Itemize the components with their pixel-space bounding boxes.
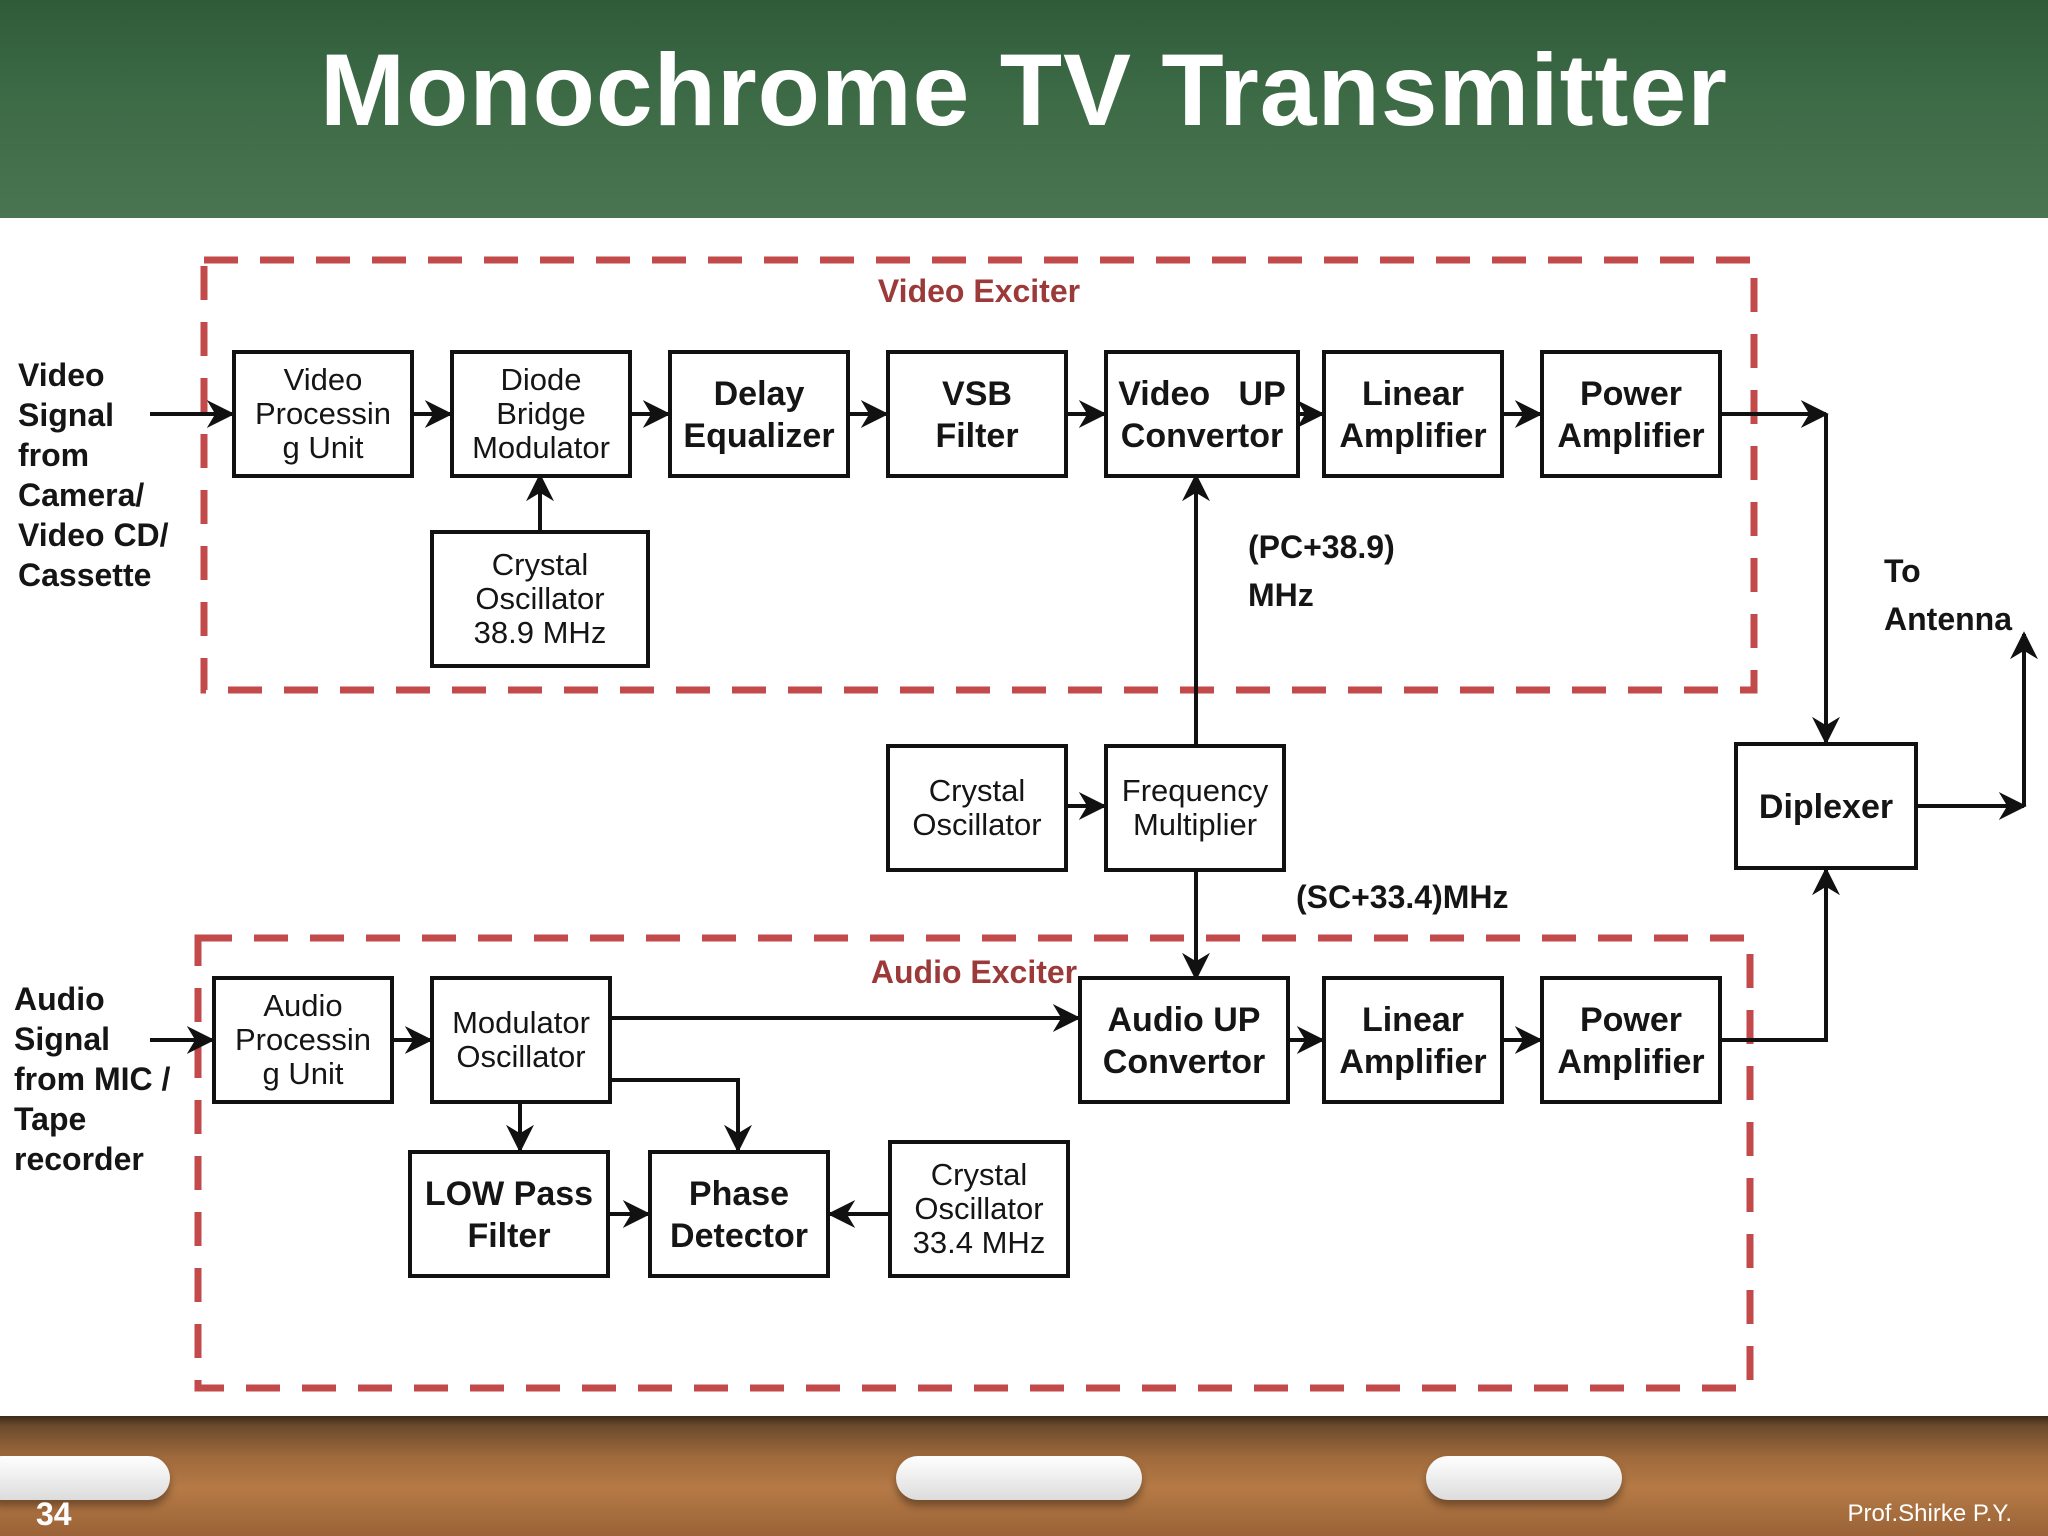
slide-title: Monochrome TV Transmitter: [320, 33, 1728, 147]
block-label: Multiplier: [1133, 807, 1257, 842]
block-label: Oscillator: [914, 1191, 1043, 1226]
block-label: Amplifier: [1339, 1043, 1486, 1081]
block-label: Convertor: [1103, 1043, 1265, 1081]
slide-header: Monochrome TV Transmitter: [0, 0, 2048, 218]
svg-text:Video CD/: Video CD/: [18, 517, 169, 553]
block-label: Power: [1580, 1001, 1682, 1039]
block-label: g Unit: [263, 1056, 344, 1091]
svg-text:Camera/: Camera/: [18, 477, 144, 513]
svg-text:Tape: Tape: [14, 1101, 86, 1137]
block-label: 33.4 MHz: [913, 1225, 1046, 1260]
video-input-label: Video Signal from Camera/ Video CD/ Cass…: [18, 357, 169, 593]
audio-input-label: Audio Signal from MIC / Tape recorder: [14, 981, 171, 1177]
block-label: Oscillator: [456, 1039, 585, 1074]
svg-text:from: from: [18, 437, 89, 473]
block-label: Amplifier: [1339, 417, 1486, 455]
video-exciter-label: Video Exciter: [878, 273, 1080, 309]
block-diplexer: Diplexer: [1734, 742, 1918, 870]
chalk-piece: [0, 1456, 170, 1500]
block-label: Diode: [501, 362, 582, 397]
block-label: Processin: [255, 396, 391, 431]
block-label: Video UP: [1118, 375, 1286, 413]
block-label: Audio: [263, 988, 342, 1023]
block-label: Convertor: [1121, 417, 1283, 455]
block-label: Phase: [689, 1175, 789, 1213]
block-label: Crystal: [492, 547, 588, 582]
chalk-piece: [1426, 1456, 1622, 1500]
block-label: Amplifier: [1557, 1043, 1704, 1081]
block-vsb-filter: VSB Filter: [886, 350, 1068, 478]
audio-exciter-boundary: [194, 934, 1754, 1392]
wire-audio-to-diplexer: [1718, 867, 1840, 1042]
block-label: Frequency: [1122, 773, 1269, 808]
block-label: Equalizer: [683, 417, 834, 455]
svg-text:(PC+38.9): (PC+38.9): [1248, 529, 1395, 565]
block-label: Video: [284, 362, 363, 397]
block-label: Processin: [235, 1022, 371, 1057]
audio-exciter-label: Audio Exciter: [871, 954, 1077, 990]
sc-frequency-label: (SC+33.4)MHz: [1296, 879, 1509, 915]
block-label: Modulator: [452, 1005, 590, 1040]
svg-text:Signal: Signal: [14, 1021, 110, 1057]
video-exciter-boundary: [200, 256, 1758, 694]
block-label: Crystal: [931, 1157, 1027, 1192]
svg-text:Signal: Signal: [18, 397, 114, 433]
block-diagram: Video Exciter Audio Exciter: [14, 256, 2038, 1392]
block-label: Modulator: [472, 430, 610, 465]
svg-text:To: To: [1884, 553, 1921, 589]
block-audio-up: Audio UP Convertor: [1078, 976, 1290, 1104]
chalk-piece: [896, 1456, 1142, 1500]
block-label: Linear: [1362, 375, 1464, 413]
svg-text:Audio: Audio: [14, 981, 105, 1017]
svg-text:MHz: MHz: [1248, 577, 1314, 613]
block-label: g Unit: [283, 430, 364, 465]
block-label: Linear: [1362, 1001, 1464, 1039]
block-label: LOW Pass: [425, 1175, 593, 1213]
block-label: Filter: [935, 417, 1018, 455]
svg-text:from MIC /: from MIC /: [14, 1061, 171, 1097]
block-label: Crystal: [929, 773, 1025, 808]
block-label: Bridge: [496, 396, 586, 431]
block-label: Filter: [467, 1217, 550, 1255]
wire-modosc-phase: [608, 1078, 752, 1153]
svg-text:Video: Video: [18, 357, 105, 393]
antenna-label: To Antenna: [1884, 553, 2012, 637]
block-label: VSB: [942, 375, 1012, 413]
signal-wires: [150, 400, 2038, 1228]
block-label: Audio UP: [1108, 1001, 1261, 1039]
block-label: Detector: [670, 1217, 808, 1255]
svg-text:Antenna: Antenna: [1884, 601, 2012, 637]
svg-text:recorder: recorder: [14, 1141, 144, 1177]
pc-frequency-label: (PC+38.9) MHz: [1248, 529, 1395, 613]
diagram-board: Video Exciter Audio Exciter: [4, 218, 2048, 1416]
block-label: Amplifier: [1557, 417, 1704, 455]
block-label: Oscillator: [912, 807, 1041, 842]
author-credit: Prof.Shirke P.Y.: [1847, 1500, 2012, 1527]
block-label: Delay: [714, 375, 805, 413]
block-label: Diplexer: [1759, 788, 1893, 826]
svg-text:Cassette: Cassette: [18, 557, 151, 593]
block-video-up: Video UP Convertor: [1104, 350, 1300, 478]
block-label: Power: [1580, 375, 1682, 413]
block-label: Oscillator: [475, 581, 604, 616]
block-label: 38.9 MHz: [474, 615, 607, 650]
slide-number: 34: [36, 1496, 72, 1532]
